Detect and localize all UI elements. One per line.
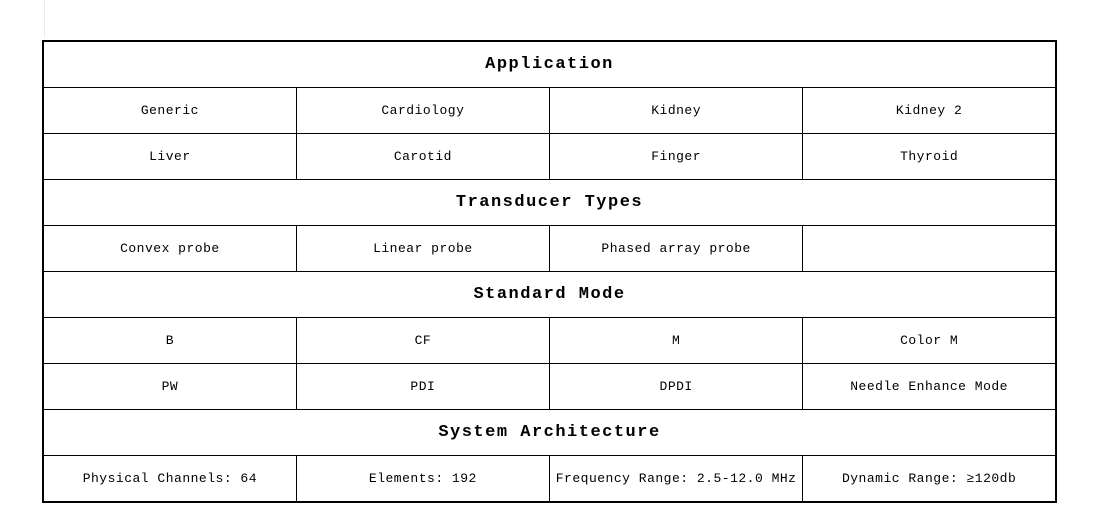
table-row: System Architecture xyxy=(42,409,1057,456)
cell-kidney-2: Kidney 2 xyxy=(802,87,1057,134)
cell-b-mode: B xyxy=(42,317,297,364)
cell-pdi-mode: PDI xyxy=(295,363,551,410)
section-header-transducer-types: Transducer Types xyxy=(42,179,1057,226)
cell-frequency-range: Frequency Range: 2.5-12.0 MHz xyxy=(548,455,804,503)
cell-liver: Liver xyxy=(42,133,297,180)
cell-elements: Elements: 192 xyxy=(295,455,551,503)
table-row: B CF M Color M xyxy=(42,317,1057,364)
cell-m-mode: M xyxy=(548,317,804,364)
cell-kidney: Kidney xyxy=(548,87,804,134)
cell-color-m: Color M xyxy=(802,317,1057,364)
cell-phased-array-probe: Phased array probe xyxy=(548,225,804,272)
cell-empty xyxy=(802,225,1057,272)
table-row: PW PDI DPDI Needle Enhance Mode xyxy=(42,363,1057,410)
cell-carotid: Carotid xyxy=(295,133,551,180)
cell-convex-probe: Convex probe xyxy=(42,225,297,272)
section-header-standard-mode: Standard Mode xyxy=(42,271,1057,318)
table-row: Generic Cardiology Kidney Kidney 2 xyxy=(42,87,1057,134)
section-header-system-architecture: System Architecture xyxy=(42,409,1057,456)
cell-cardiology: Cardiology xyxy=(295,87,551,134)
cell-pw-mode: PW xyxy=(42,363,297,410)
cell-generic: Generic xyxy=(42,87,297,134)
spec-table: Application Generic Cardiology Kidney Ki… xyxy=(42,40,1057,503)
cell-physical-channels: Physical Channels: 64 xyxy=(42,455,297,503)
page-edge-mark xyxy=(44,0,45,38)
cell-thyroid: Thyroid xyxy=(802,133,1057,180)
cell-linear-probe: Linear probe xyxy=(295,225,551,272)
table-row: Liver Carotid Finger Thyroid xyxy=(42,133,1057,180)
cell-dpdi-mode: DPDI xyxy=(548,363,804,410)
cell-finger: Finger xyxy=(548,133,804,180)
section-header-application: Application xyxy=(42,40,1057,88)
table-row: Physical Channels: 64 Elements: 192 Freq… xyxy=(42,455,1057,503)
cell-needle-enhance-mode: Needle Enhance Mode xyxy=(802,363,1057,410)
table-row: Convex probe Linear probe Phased array p… xyxy=(42,225,1057,272)
table-row: Transducer Types xyxy=(42,179,1057,226)
table-row: Standard Mode xyxy=(42,271,1057,318)
table-row: Application xyxy=(42,40,1057,88)
cell-cf-mode: CF xyxy=(295,317,551,364)
cell-dynamic-range: Dynamic Range: ≥120db xyxy=(802,455,1057,503)
